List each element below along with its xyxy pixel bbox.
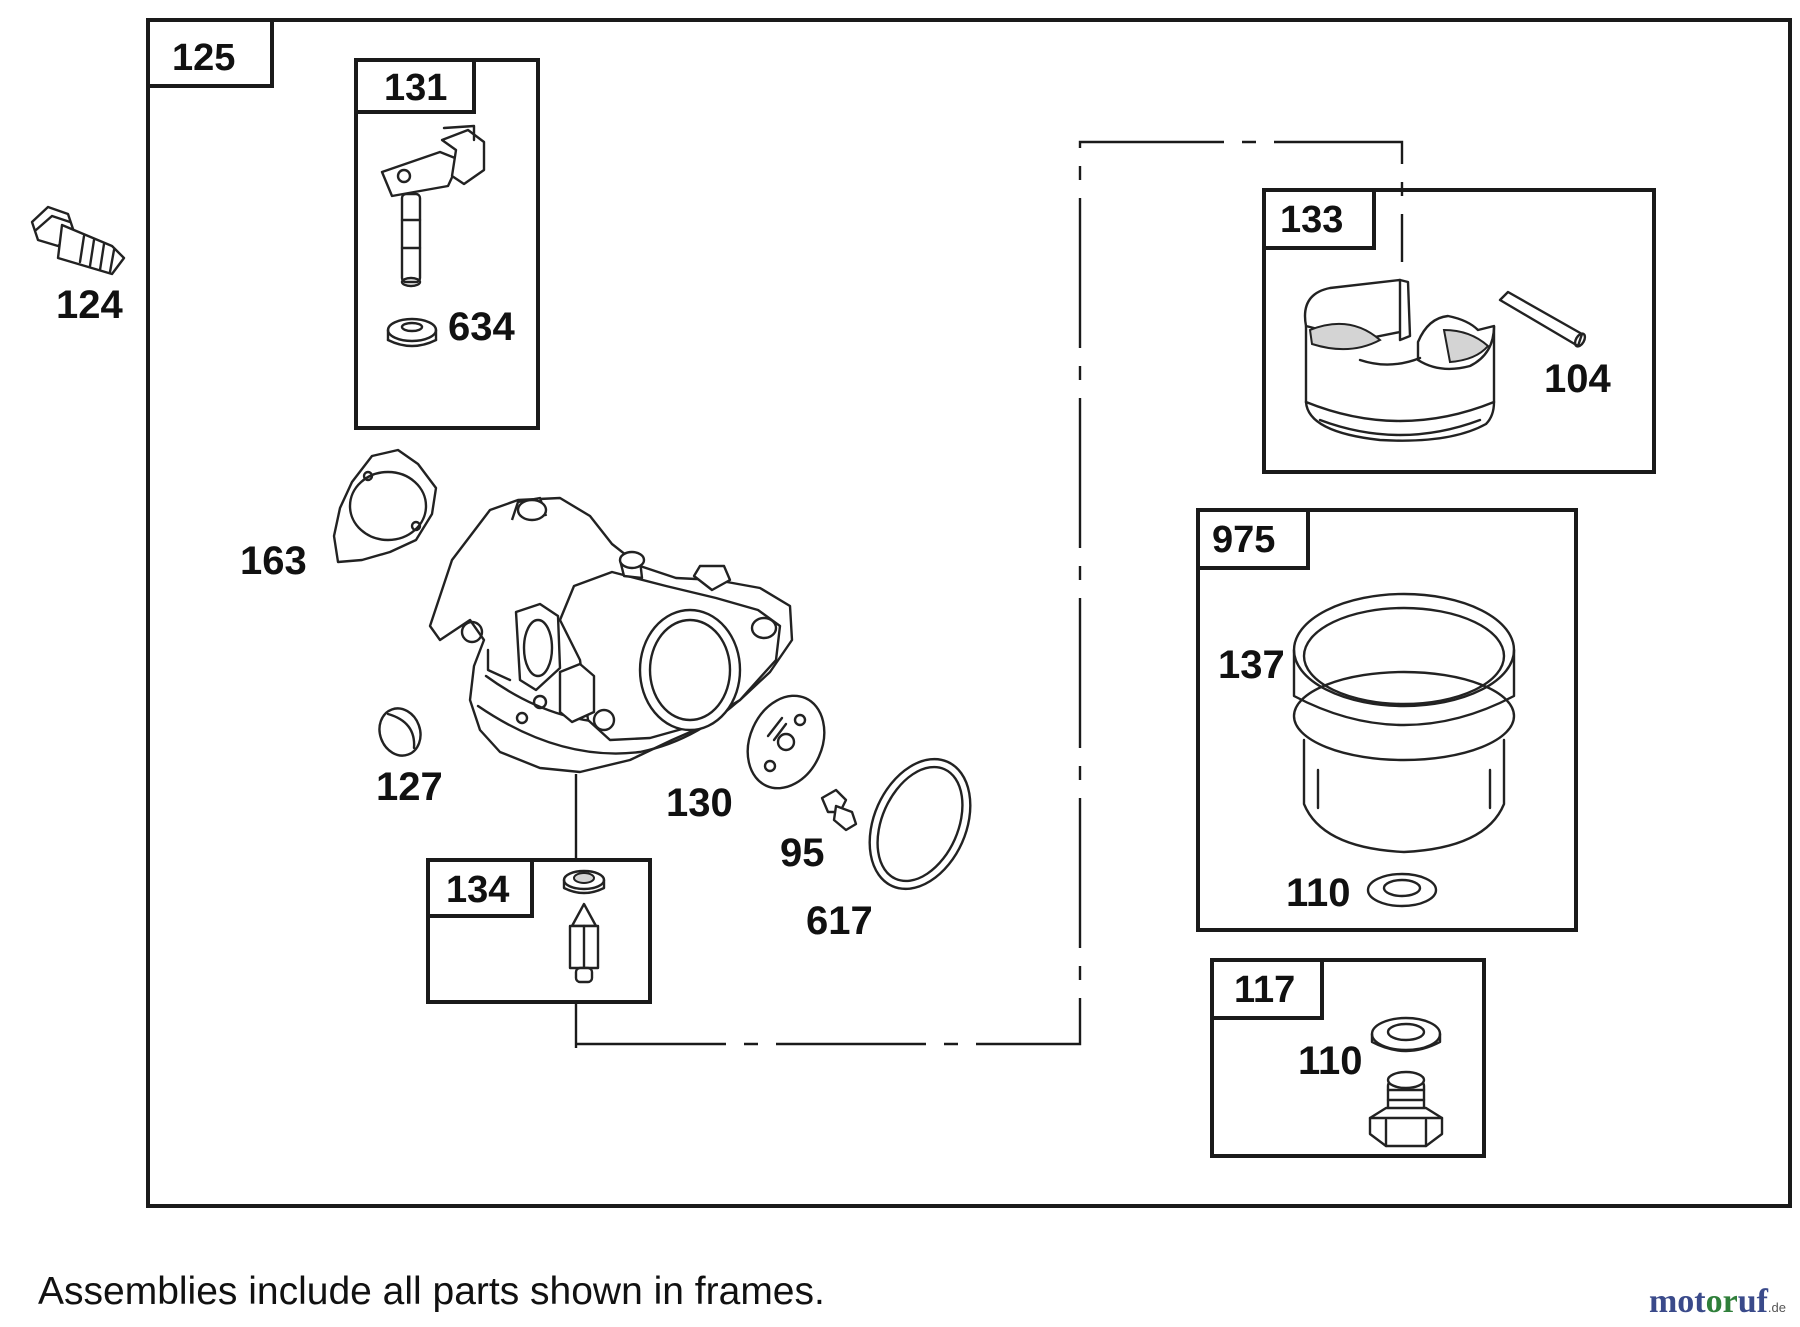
bowl-137: [1292, 592, 1516, 854]
brand-domain: .de: [1767, 1300, 1786, 1315]
part-130-label: 130: [666, 781, 733, 825]
throttle-shaft-part: [380, 124, 486, 288]
needle-part: [568, 902, 600, 984]
frame-133: 133 104: [1262, 188, 1656, 474]
part-104-label: 104: [1544, 357, 1611, 401]
bolt-124: 124: [30, 205, 126, 327]
frame-134: 134: [426, 858, 652, 1004]
brand-part-1: mot: [1648, 1283, 1706, 1320]
needle-seat-part: [562, 869, 606, 895]
pin-104: [1498, 290, 1587, 348]
jet-95: 95: [780, 788, 858, 875]
frame-975-label: 975: [1212, 519, 1275, 561]
brand-part-2: or: [1705, 1283, 1738, 1320]
frame-131-label: 131: [384, 67, 447, 109]
float-part: [1303, 278, 1496, 442]
frame-133-label: 133: [1280, 199, 1343, 241]
part-127-label: 127: [376, 765, 443, 809]
part-163-label: 163: [240, 539, 307, 583]
part-95-label: 95: [780, 831, 825, 875]
frame-975: 975 137 110: [1196, 508, 1578, 932]
connector-lines: [574, 140, 1404, 1048]
washer-110-a: [1366, 872, 1438, 908]
assembly-note: Assemblies include all parts shown in fr…: [38, 1270, 825, 1313]
frame-125: 125: [146, 18, 1792, 1208]
brand-part-3: uf: [1737, 1283, 1768, 1320]
bowl-nut-part: [1368, 1070, 1444, 1148]
part-634-label: 634: [448, 305, 515, 349]
part-617-label: 617: [806, 899, 873, 943]
part-137-label: 137: [1218, 643, 1285, 687]
frame-125-label: 125: [172, 37, 235, 79]
oring-617: 617: [806, 757, 972, 943]
frame-131: 131 634: [354, 58, 540, 430]
welch-plug-127: 127: [376, 707, 443, 809]
part-110b-label: 110: [1298, 1039, 1363, 1083]
frame-117-label: 117: [1234, 969, 1295, 1011]
washer-110-b: [1370, 1016, 1442, 1053]
part-110a-label: 110: [1286, 871, 1351, 915]
gasket-163: 163: [240, 448, 438, 583]
brand-logo: motoruf.de: [1649, 1283, 1786, 1321]
frame-117: 117 110: [1210, 958, 1486, 1158]
plate-130: 130: [666, 694, 826, 825]
carburetor-body: [428, 496, 794, 774]
washer-634: [386, 317, 438, 348]
frame-134-label: 134: [446, 869, 509, 911]
part-124-label: 124: [56, 283, 123, 327]
